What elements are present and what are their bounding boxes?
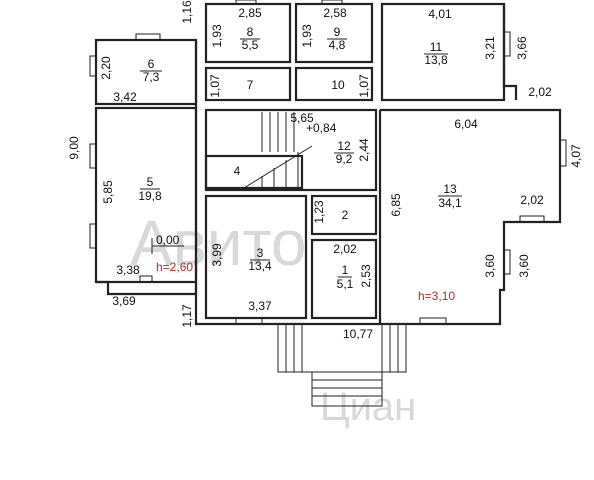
dim-6-04: 6,04 bbox=[454, 117, 478, 131]
dim-9-00: 9,00 bbox=[67, 136, 81, 160]
watermark-text-2: Циан bbox=[320, 385, 416, 429]
room-9-number: 9 bbox=[334, 25, 341, 39]
room-6-number: 6 bbox=[148, 57, 155, 71]
dimension-labels: 2,85 2,58 4,01 3,42 2,02 5,65 6,04 2,02 … bbox=[67, 0, 583, 341]
room-5-number: 5 bbox=[147, 175, 154, 189]
dim-2-53: 2,53 bbox=[359, 264, 373, 288]
room-2-number: 2 bbox=[342, 208, 349, 222]
room-13-area: 34,1 bbox=[438, 196, 462, 210]
dim-2-02-top: 2,02 bbox=[528, 85, 552, 99]
dim-1-93-right: 1,93 bbox=[300, 24, 314, 48]
room-labels: 1 5,1 2 3 13,4 4 5 19,8 6 7,3 7 8 5,5 9 … bbox=[138, 25, 462, 291]
room-13-walls bbox=[378, 108, 562, 326]
entrance-porch bbox=[277, 323, 407, 407]
room-2-walls bbox=[310, 194, 378, 236]
room-4-number: 4 bbox=[234, 164, 241, 178]
room-3-number: 3 bbox=[257, 246, 264, 260]
room-7-walls bbox=[204, 66, 292, 102]
interior-stairs bbox=[243, 112, 313, 189]
dim-10-77: 10,77 bbox=[343, 327, 373, 341]
dim-4-07: 4,07 bbox=[569, 144, 583, 168]
label-underlines bbox=[140, 38, 462, 278]
room-12-number: 12 bbox=[337, 139, 351, 153]
room-11-area: 13,8 bbox=[424, 53, 448, 67]
room-1-walls bbox=[310, 238, 378, 320]
dim-3-99: 3,99 bbox=[210, 243, 224, 267]
dim-2-02-right: 2,02 bbox=[520, 193, 544, 207]
stair-level: +0,84 bbox=[306, 121, 337, 135]
room-10-number: 10 bbox=[331, 78, 345, 92]
dim-3-66: 3,66 bbox=[515, 36, 529, 60]
room-10-walls bbox=[294, 66, 374, 102]
room-13-number: 13 bbox=[443, 182, 457, 196]
dim-3-21: 3,21 bbox=[483, 36, 497, 60]
room-7-number: 7 bbox=[247, 78, 254, 92]
dim-3-60-inner: 3,60 bbox=[483, 254, 497, 278]
room-4-walls bbox=[204, 154, 304, 190]
dim-3-42: 3,42 bbox=[113, 90, 137, 104]
dim-3-37: 3,37 bbox=[248, 299, 272, 313]
dim-1-07-left: 1,07 bbox=[208, 74, 222, 98]
dim-1-23: 1,23 bbox=[312, 200, 326, 224]
room-8-area: 5,5 bbox=[242, 38, 259, 52]
windows bbox=[89, 0, 567, 325]
dim-2-20: 2,20 bbox=[99, 56, 113, 80]
dim-3-60-outer: 3,60 bbox=[517, 254, 531, 278]
dim-3-38: 3,38 bbox=[116, 263, 140, 277]
dim-2-02-room1: 2,02 bbox=[333, 242, 357, 256]
room-5-area: 19,8 bbox=[138, 189, 162, 203]
dim-3-69: 3,69 bbox=[112, 294, 136, 308]
dim-1-93-left: 1,93 bbox=[210, 24, 224, 48]
dim-5-65: 5,65 bbox=[290, 111, 314, 125]
dim-5-85: 5,85 bbox=[101, 180, 115, 204]
watermark-text: Авито bbox=[130, 207, 307, 279]
height-left: h=2,60 bbox=[156, 260, 193, 274]
dim-2-58: 2,58 bbox=[323, 6, 347, 20]
height-right: h=3,10 bbox=[418, 289, 455, 303]
room-12-walls bbox=[204, 108, 378, 192]
left-bay-walls bbox=[96, 280, 198, 296]
room-6-area: 7,3 bbox=[143, 70, 160, 84]
dim-4-01: 4,01 bbox=[428, 7, 452, 21]
room-12-area: 9,2 bbox=[336, 152, 353, 166]
room-8-number: 8 bbox=[247, 25, 254, 39]
dim-1-17: 1,17 bbox=[180, 304, 194, 328]
floor-level: 0,00 bbox=[156, 233, 180, 247]
level-marks: +0,84 0,00 h=2,60 h=3,10 bbox=[151, 121, 455, 303]
room-9-area: 4,8 bbox=[329, 38, 346, 52]
room-1-area: 5,1 bbox=[337, 277, 354, 291]
room-1-number: 1 bbox=[342, 263, 349, 277]
dim-1-16: 1,16 bbox=[180, 0, 194, 24]
dim-2-85: 2,85 bbox=[238, 6, 262, 20]
dim-1-07-right: 1,07 bbox=[357, 74, 371, 98]
room-3-area: 13,4 bbox=[248, 259, 272, 273]
dim-2-44: 2,44 bbox=[357, 138, 371, 162]
dim-6-85: 6,85 bbox=[389, 193, 403, 217]
room-11-number: 11 bbox=[430, 40, 443, 54]
